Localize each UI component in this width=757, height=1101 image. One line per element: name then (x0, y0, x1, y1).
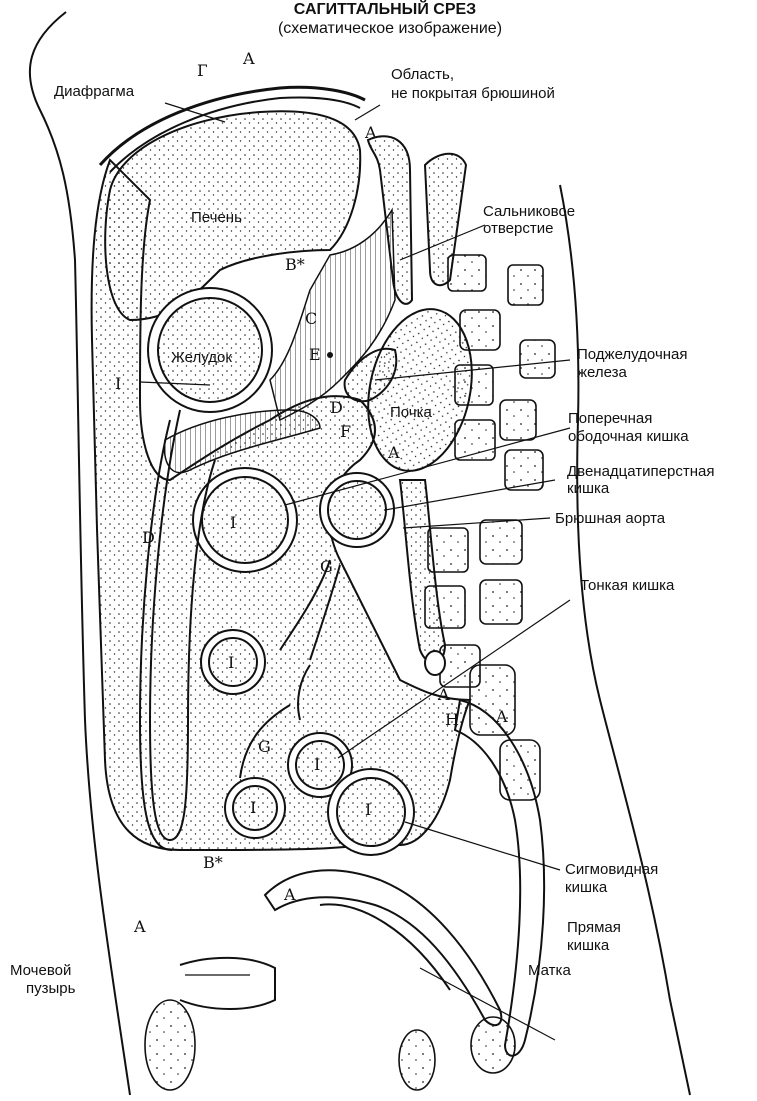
marker-A-liver: A (364, 123, 377, 142)
uterus-inner (320, 904, 450, 990)
label-epiploic-1: Сальниковое (483, 203, 575, 220)
marker-I-colon: I (230, 513, 236, 532)
marker-B-upper: B* (285, 255, 305, 274)
marker-A-top: A (242, 49, 255, 68)
posterior-body-wall (560, 185, 690, 1095)
marker-I-stomach: I (115, 374, 121, 393)
pubic-bone (145, 1000, 195, 1090)
label-sigmoid-1: Сигмовидная (565, 861, 658, 878)
uterus-outline (265, 870, 501, 1025)
label-duodenum-2: кишка (567, 480, 610, 497)
label-bare-area-2: не покрытая брюшиной (391, 85, 555, 102)
marker-E-dot (327, 352, 333, 358)
marker-A-sigmoid: A (437, 685, 450, 704)
marker-E: E (309, 345, 321, 364)
label-sigmoid-2: кишка (565, 879, 608, 896)
marker-D-lower: D (142, 528, 155, 547)
label-diaphragm: Диафрагма (54, 83, 135, 100)
duodenum (328, 481, 386, 539)
marker-I-loop-3: I (250, 798, 256, 817)
bladder-outline (180, 958, 275, 1009)
marker-I-sigmoid: I (365, 800, 371, 819)
label-kidney: Почка (390, 404, 433, 421)
perineal-structure (399, 1030, 435, 1090)
marker-A-kidney: A (387, 443, 400, 462)
marker-A-rectum: A (495, 707, 508, 726)
label-aorta: Брюшная аорта (555, 510, 666, 527)
label-stomach: Желудок (171, 349, 232, 366)
coccyx (471, 1017, 515, 1073)
transverse-colon (202, 477, 288, 563)
marker-G-lower: G (258, 737, 271, 756)
diagram-title: САГИТТАЛЬНЫЙ СРЕЗ (294, 0, 476, 18)
marker-G-upper: G (320, 557, 333, 576)
marker-H: H (445, 710, 459, 729)
marker-I-loop-2: I (314, 755, 320, 774)
label-uterus: Матка (528, 962, 571, 979)
label-bladder-1: Мочевой (10, 962, 71, 979)
label-liver: Печень (191, 209, 242, 226)
marker-A-bladder: A (133, 917, 146, 936)
aorta-bifurcation (425, 651, 445, 675)
label-epiploic-2: отверстие (483, 220, 553, 237)
marker-A-uterus: A (283, 885, 296, 904)
marker-gamma: Г (197, 61, 208, 80)
label-bladder-2: пузырь (26, 980, 76, 997)
diagram-subtitle: (схематическое изображение) (278, 20, 502, 37)
label-duodenum-1: Двенадцатиперстная (567, 463, 714, 480)
marker-I-loop-1: I (228, 653, 234, 672)
label-transverse-1: Поперечная (568, 410, 652, 427)
marker-D-upper: D (330, 398, 343, 417)
label-small-intestine: Тонкая кишка (580, 577, 675, 594)
label-transverse-2: ободочная кишка (568, 428, 689, 445)
label-pancreas-1: Поджелудочная (577, 346, 688, 363)
label-rectum-1: Прямая (567, 919, 621, 936)
marker-B-lower: B* (203, 853, 223, 872)
label-pancreas-2: железа (577, 364, 628, 381)
marker-C: C (305, 309, 317, 328)
label-rectum-2: кишка (567, 937, 610, 954)
marker-F: F (340, 422, 351, 441)
label-bare-area-1: Область, (391, 66, 454, 83)
